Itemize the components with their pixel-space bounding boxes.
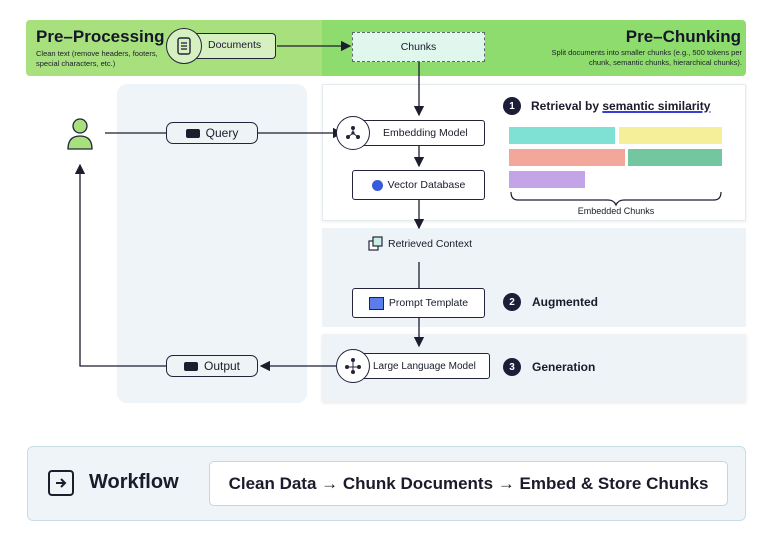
output-label: Output <box>203 359 241 373</box>
keyboard-icon <box>185 128 200 138</box>
database-icon <box>371 179 383 191</box>
query-button: Query <box>166 122 258 144</box>
user-icon <box>66 117 94 151</box>
preprocessing-desc: Clean text (remove headers, footers, spe… <box>36 49 158 68</box>
chunks-box: Chunks <box>352 32 485 62</box>
embedded-chunks-label: Embedded Chunks <box>577 206 655 216</box>
chunk-bar <box>509 127 615 144</box>
chat-icon <box>183 361 198 371</box>
step-1-label: Retrieval by semantic similarity <box>531 99 710 113</box>
llm-label: Large Language Model <box>373 360 476 372</box>
workflow-steps: Clean Data → Chunk Documents → Embed & S… <box>209 461 728 506</box>
step-2-label: Augmented <box>532 295 598 309</box>
workflow-title: Workflow <box>89 471 179 493</box>
step-1-badge: 1 <box>503 97 521 115</box>
step-3-label: Generation <box>532 360 596 374</box>
chunk-bar <box>509 171 585 188</box>
chunks-label: Chunks <box>400 41 437 53</box>
chunk-bar <box>619 127 722 144</box>
query-label: Query <box>205 126 239 140</box>
preprocessing-title: Pre–Processing <box>36 27 165 46</box>
documents-label: Documents <box>208 39 262 51</box>
step-1-emphasis: semantic similarity <box>602 99 711 113</box>
step-2-badge: 2 <box>503 293 521 311</box>
chunk-bar <box>628 149 722 166</box>
network-icon <box>336 116 370 150</box>
llm-network-icon <box>336 349 370 383</box>
output-button: Output <box>166 355 258 377</box>
document-icon <box>166 28 202 64</box>
step-1-prefix: Retrieval by <box>531 99 603 113</box>
prompt-template-box: Prompt Template <box>352 288 485 318</box>
context-icon <box>368 236 384 252</box>
prompt-template-label: Prompt Template <box>388 297 469 309</box>
vector-database-label: Vector Database <box>387 179 466 191</box>
chunk-bar <box>509 149 625 166</box>
workflow-steps-text: Clean Data → Chunk Documents → Embed & S… <box>228 473 709 493</box>
terminal-icon <box>368 296 384 310</box>
prechunking-desc: Split documents into smaller chunks (e.g… <box>551 48 742 67</box>
embedding-model-label: Embedding Model <box>383 127 468 139</box>
retrieved-context-label: Retrieved Context <box>388 238 473 250</box>
step-3-badge: 3 <box>503 358 521 376</box>
prechunking-title: Pre–Chunking <box>625 27 741 46</box>
llm-box: Large Language Model <box>350 353 490 379</box>
embedding-model-box: Embedding Model <box>350 120 485 146</box>
arrow-right-icon <box>48 470 74 496</box>
vector-database-box: Vector Database <box>352 170 485 200</box>
